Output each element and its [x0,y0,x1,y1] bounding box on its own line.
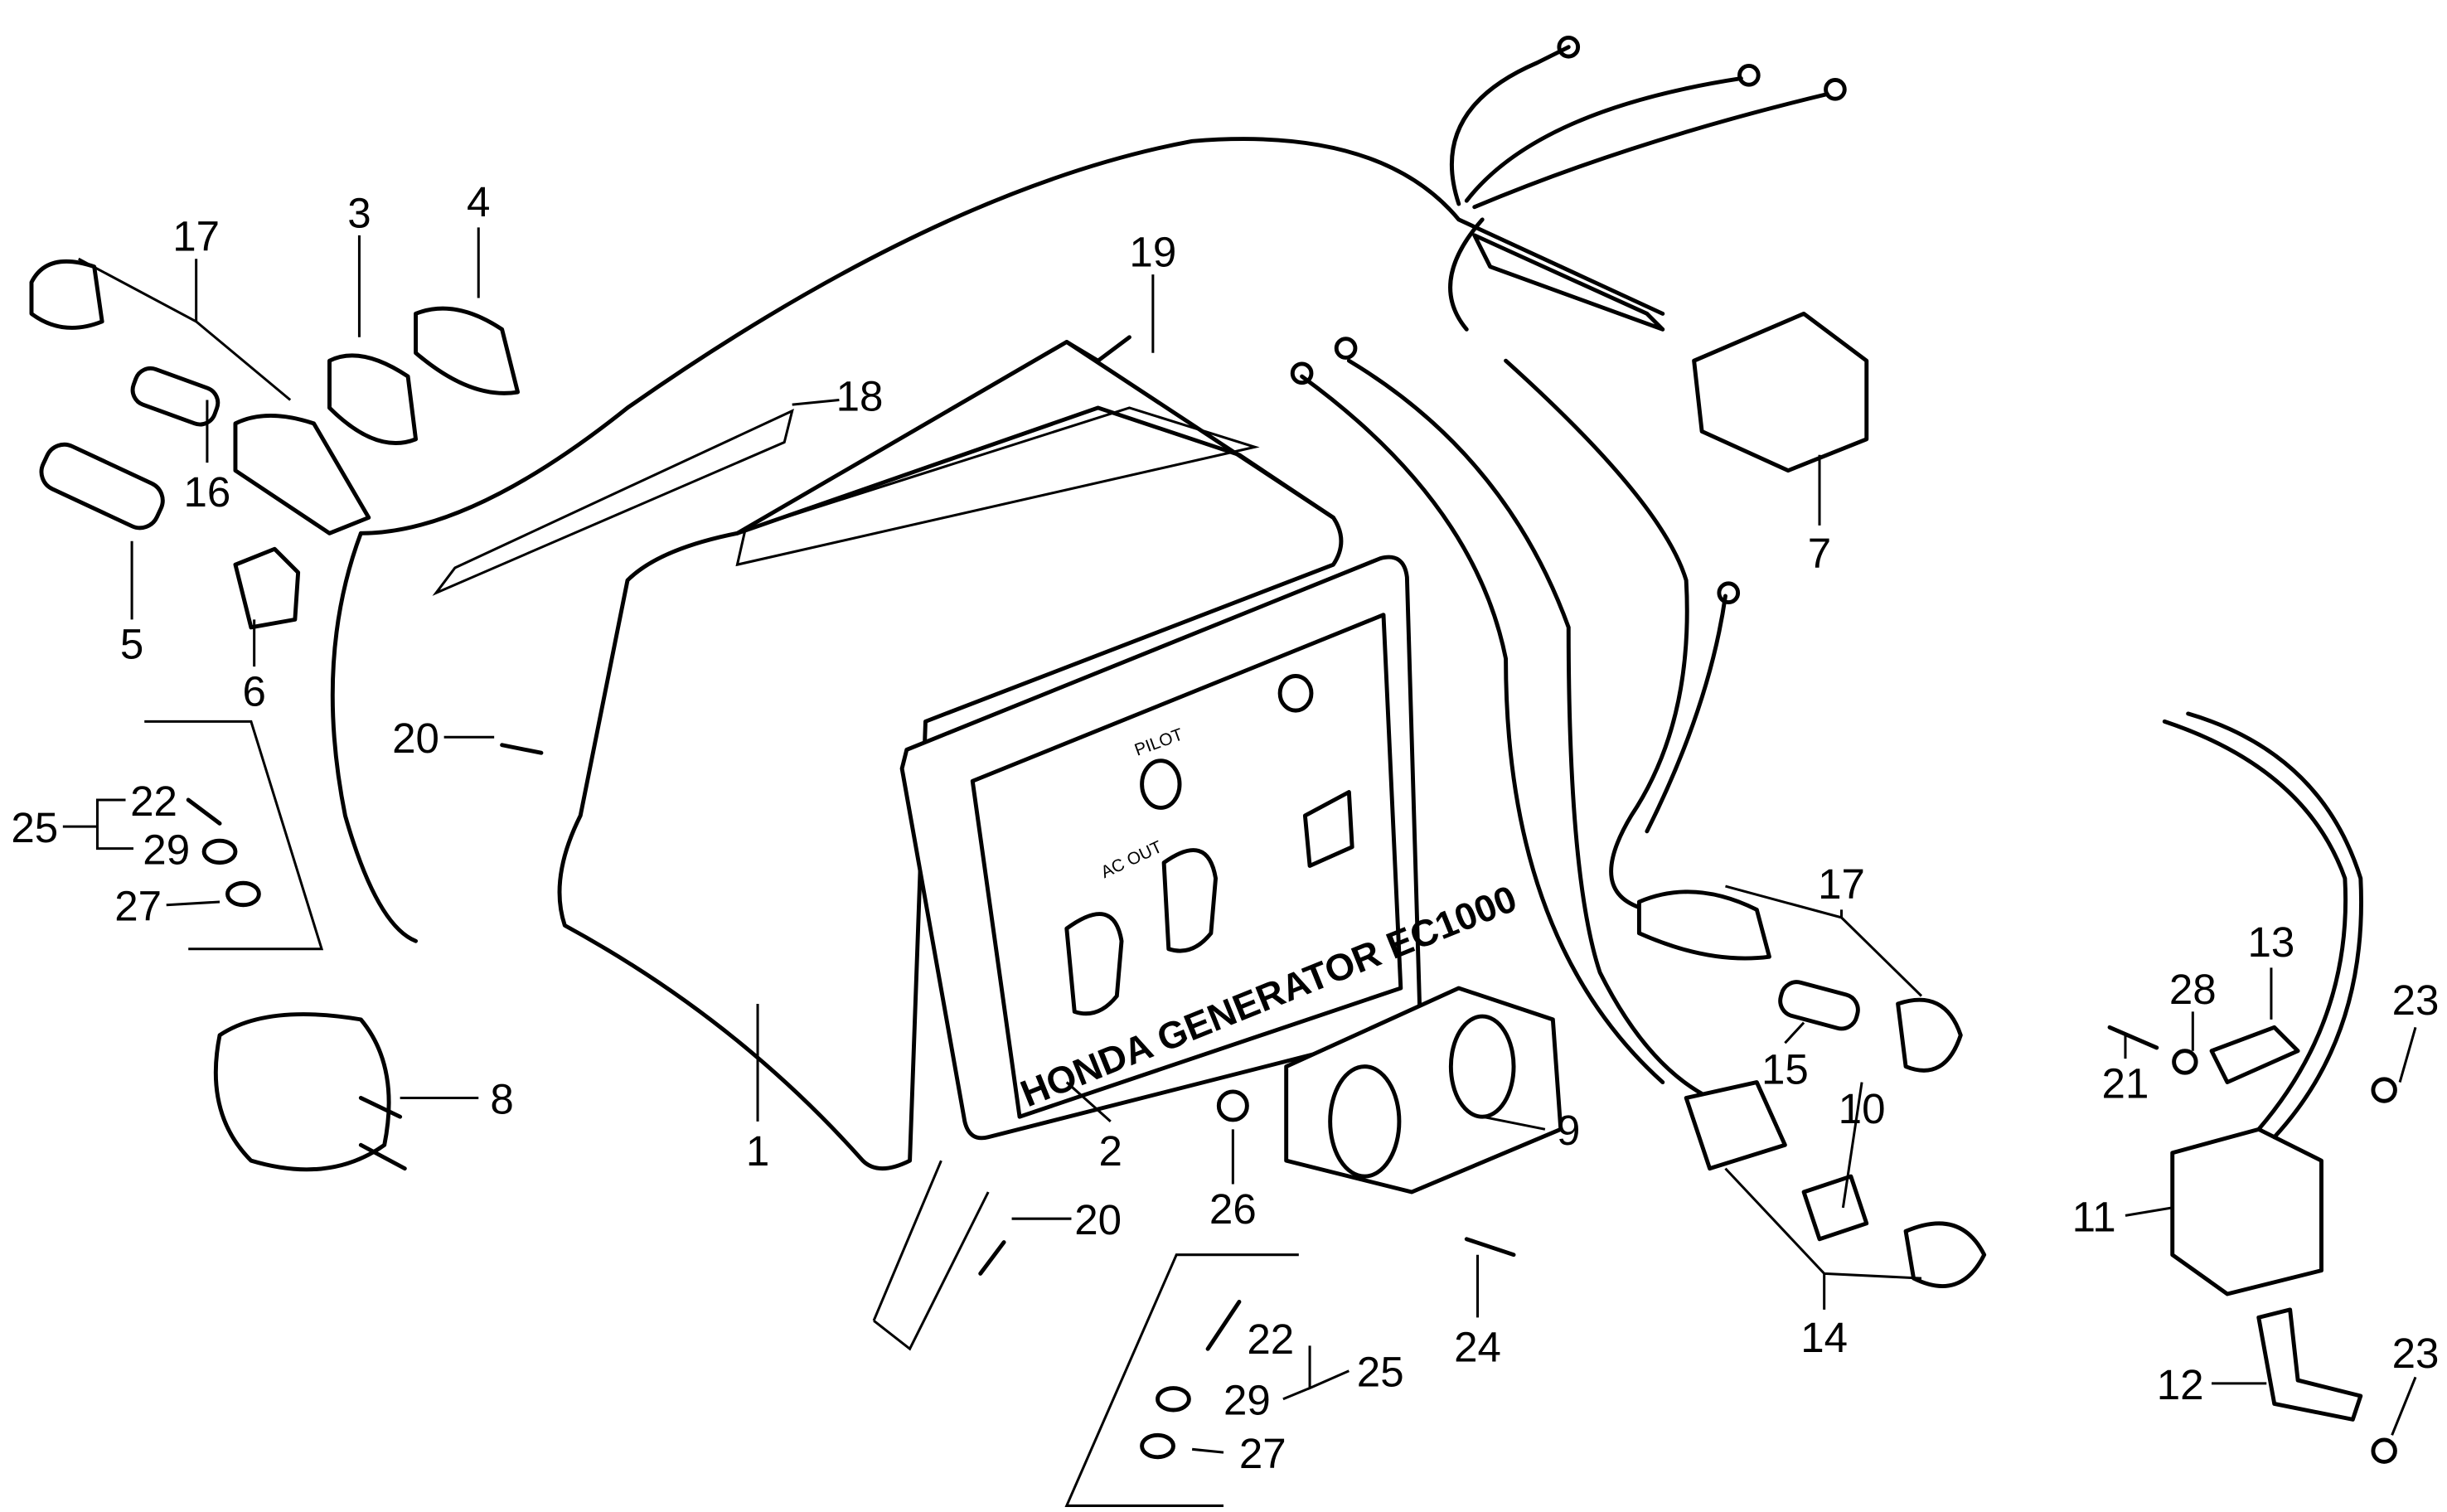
part-number-label: 28 [2169,966,2217,1013]
part-number-label: 16 [183,468,230,516]
part-number-label: 25 [11,804,58,851]
part-number-label: 11 [2072,1193,2116,1240]
part-number-label: 20 [392,715,439,762]
part-number-label: 8 [490,1075,513,1122]
part-number-label: 23 [2392,1330,2440,1377]
part-number-label: 4 [467,178,490,225]
part-number-label: 27 [1239,1430,1286,1477]
part-number-label: 22 [1247,1316,1294,1363]
part-number-label: 27 [114,883,162,930]
part-number-label: 1 [746,1127,769,1175]
part-number-label: 19 [1129,229,1176,276]
part-number-label: 29 [143,826,190,874]
part-number-label: 15 [1761,1045,1809,1093]
part-number-label: 26 [1209,1185,1257,1233]
part-number-label: 21 [2102,1059,2149,1107]
part-number-label: 7 [1808,530,1831,577]
control-box-cover [432,335,1344,1170]
leader-lines [62,227,2417,1507]
part-number-label: 10 [1839,1085,1886,1132]
part-number-label: 17 [1818,860,1865,908]
part-number-label: 23 [2392,976,2440,1024]
part-number-label: 2 [1099,1127,1122,1175]
part-number-label: 17 [172,213,220,260]
part-number-label: 22 [130,778,177,825]
small-parts [29,259,2397,1464]
part-number-label: 13 [2248,918,2295,966]
part-number-label: 9 [1557,1107,1580,1154]
wiring-harness [330,35,1869,1100]
part-number-label: 6 [242,667,265,715]
part-number-label: 5 [120,621,143,668]
part-number-label: 12 [2157,1361,2204,1408]
part-number-label: 18 [836,373,884,420]
part-number-label: 14 [1800,1314,1848,1361]
part-number-label: 3 [347,189,371,236]
part-number-label: 25 [1357,1349,1404,1396]
part-number-label: 29 [1224,1377,1271,1424]
part-number-label: 24 [1454,1323,1501,1370]
part-number-label: 20 [1074,1196,1122,1243]
